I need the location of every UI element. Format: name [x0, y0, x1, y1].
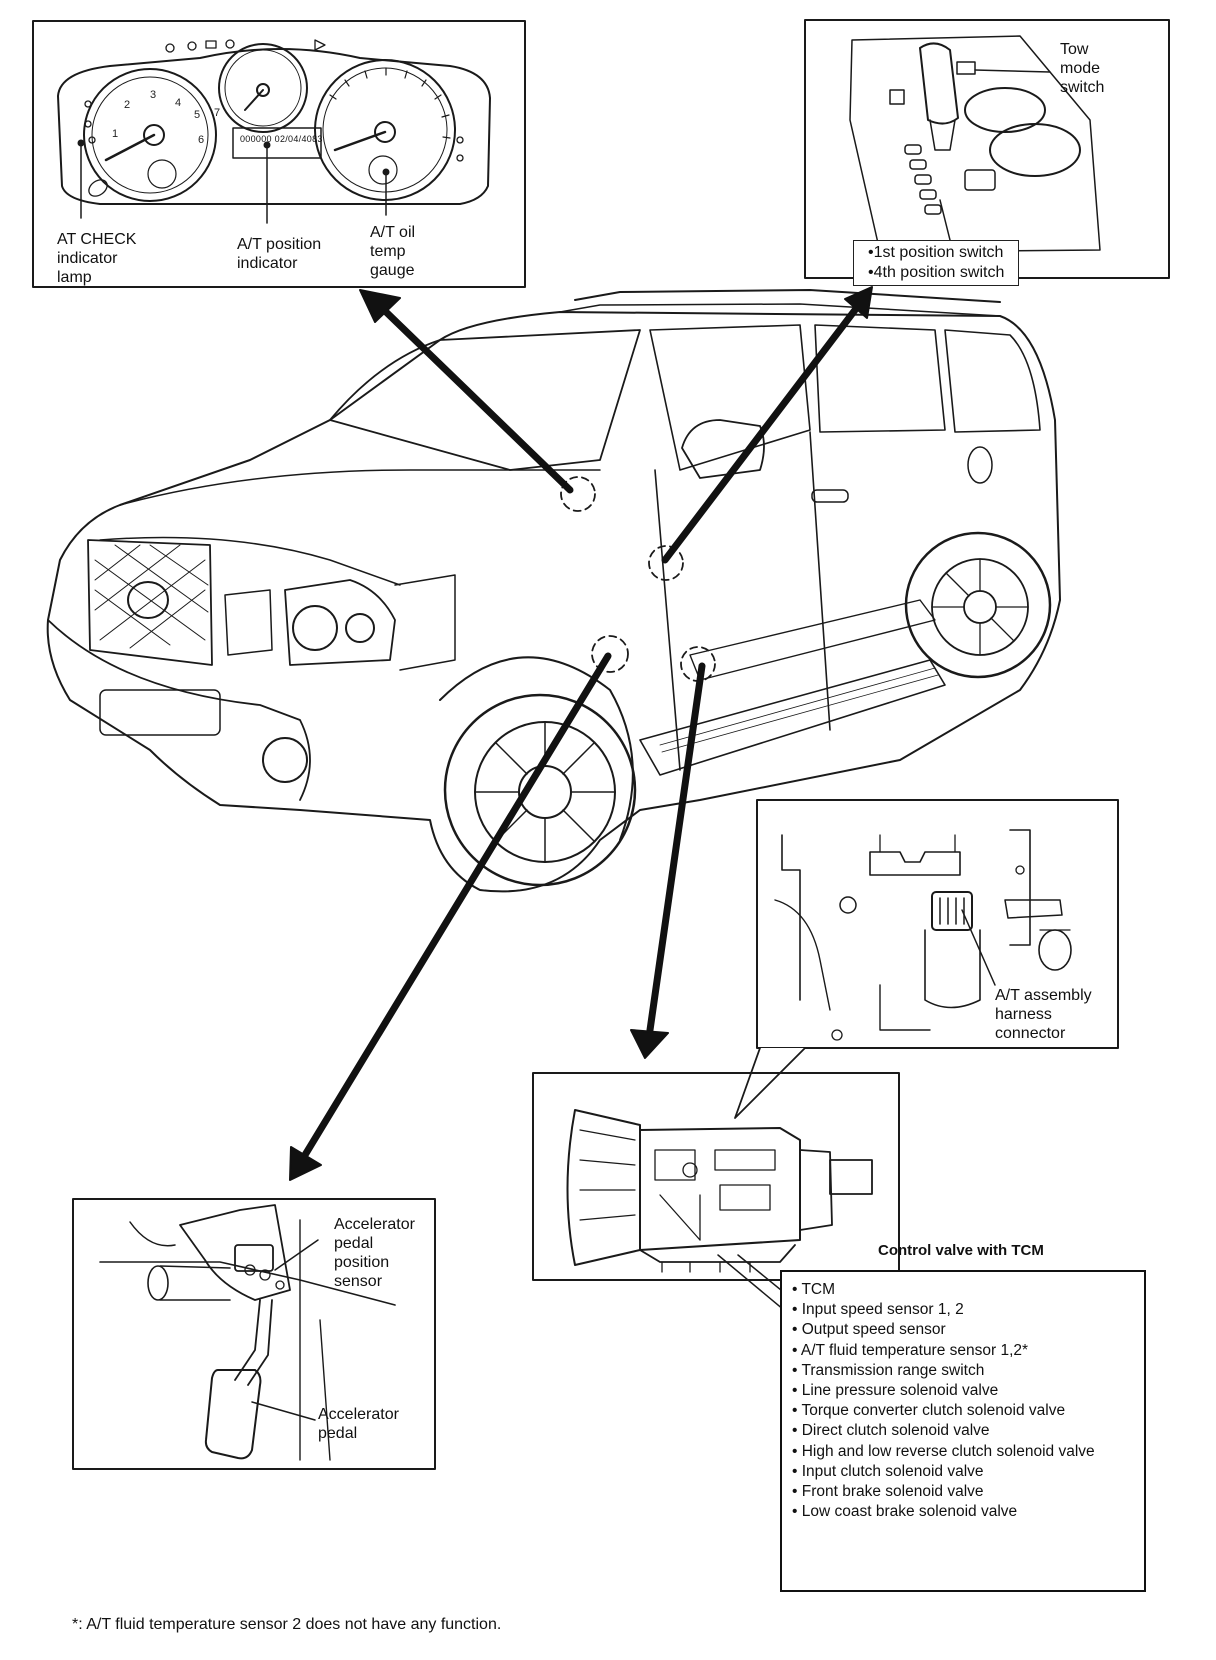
list-item: Torque converter clutch solenoid valve — [792, 1401, 1134, 1421]
first-position-switch-label: •1st position switch — [868, 244, 1004, 261]
accelerator-panel — [72, 1198, 436, 1470]
connector-panel — [756, 799, 1119, 1049]
svg-text:6: 6 — [198, 134, 204, 146]
at-check-indicator-lamp-label: AT CHECK indicator lamp — [57, 231, 137, 286]
list-item: High and low reverse clutch solenoid val… — [792, 1442, 1134, 1462]
tcm-component-list: TCM Input speed sensor 1, 2 Output speed… — [780, 1270, 1146, 1592]
cluster-display-readout: 000000 02/04/4083 — [240, 134, 323, 144]
vehicle-illustration — [46, 289, 1061, 893]
svg-text:7: 7 — [214, 107, 220, 119]
list-item: Front brake solenoid valve — [792, 1482, 1134, 1502]
svg-text:2: 2 — [124, 99, 130, 111]
footnote: *: A/T fluid temperature sensor 2 does n… — [72, 1616, 502, 1633]
list-item: Input clutch solenoid valve — [792, 1462, 1134, 1482]
at-assembly-harness-connector-label: A/T assembly harness connector — [995, 987, 1092, 1042]
svg-text:3: 3 — [150, 89, 156, 101]
instrument-cluster-panel: 1 2 3 4 5 6 7 — [32, 20, 526, 288]
pointer-arrows — [289, 286, 873, 1181]
accelerator-pedal-label: Accelerator pedal — [318, 1406, 399, 1442]
list-item: Direct clutch solenoid valve — [792, 1421, 1134, 1441]
position-switch-box: •1st position switch •4th position switc… — [853, 240, 1020, 286]
list-item: Line pressure solenoid valve — [792, 1381, 1134, 1401]
accelerator-pedal-position-sensor-label: Accelerator pedal position sensor — [334, 1216, 415, 1290]
tow-mode-switch-label: Tow mode switch — [1060, 41, 1105, 96]
list-item: Transmission range switch — [792, 1361, 1134, 1381]
list-item: Output speed sensor — [792, 1320, 1134, 1340]
list-item: Input speed sensor 1, 2 — [792, 1300, 1134, 1320]
control-valve-with-tcm-label: Control valve with TCM — [878, 1242, 1044, 1259]
svg-text:4: 4 — [175, 97, 181, 109]
svg-text:5: 5 — [194, 109, 200, 121]
at-oil-temp-gauge-label: A/T oil temp gauge — [370, 224, 416, 279]
at-position-indicator-label: A/T position indicator — [237, 236, 322, 272]
list-item: A/T fluid temperature sensor 1,2* — [792, 1341, 1134, 1361]
list-item: TCM — [792, 1280, 1134, 1300]
list-item: Low coast brake solenoid valve — [792, 1502, 1134, 1522]
svg-text:1: 1 — [112, 128, 118, 140]
fourth-position-switch-label: •4th position switch — [868, 264, 1005, 281]
